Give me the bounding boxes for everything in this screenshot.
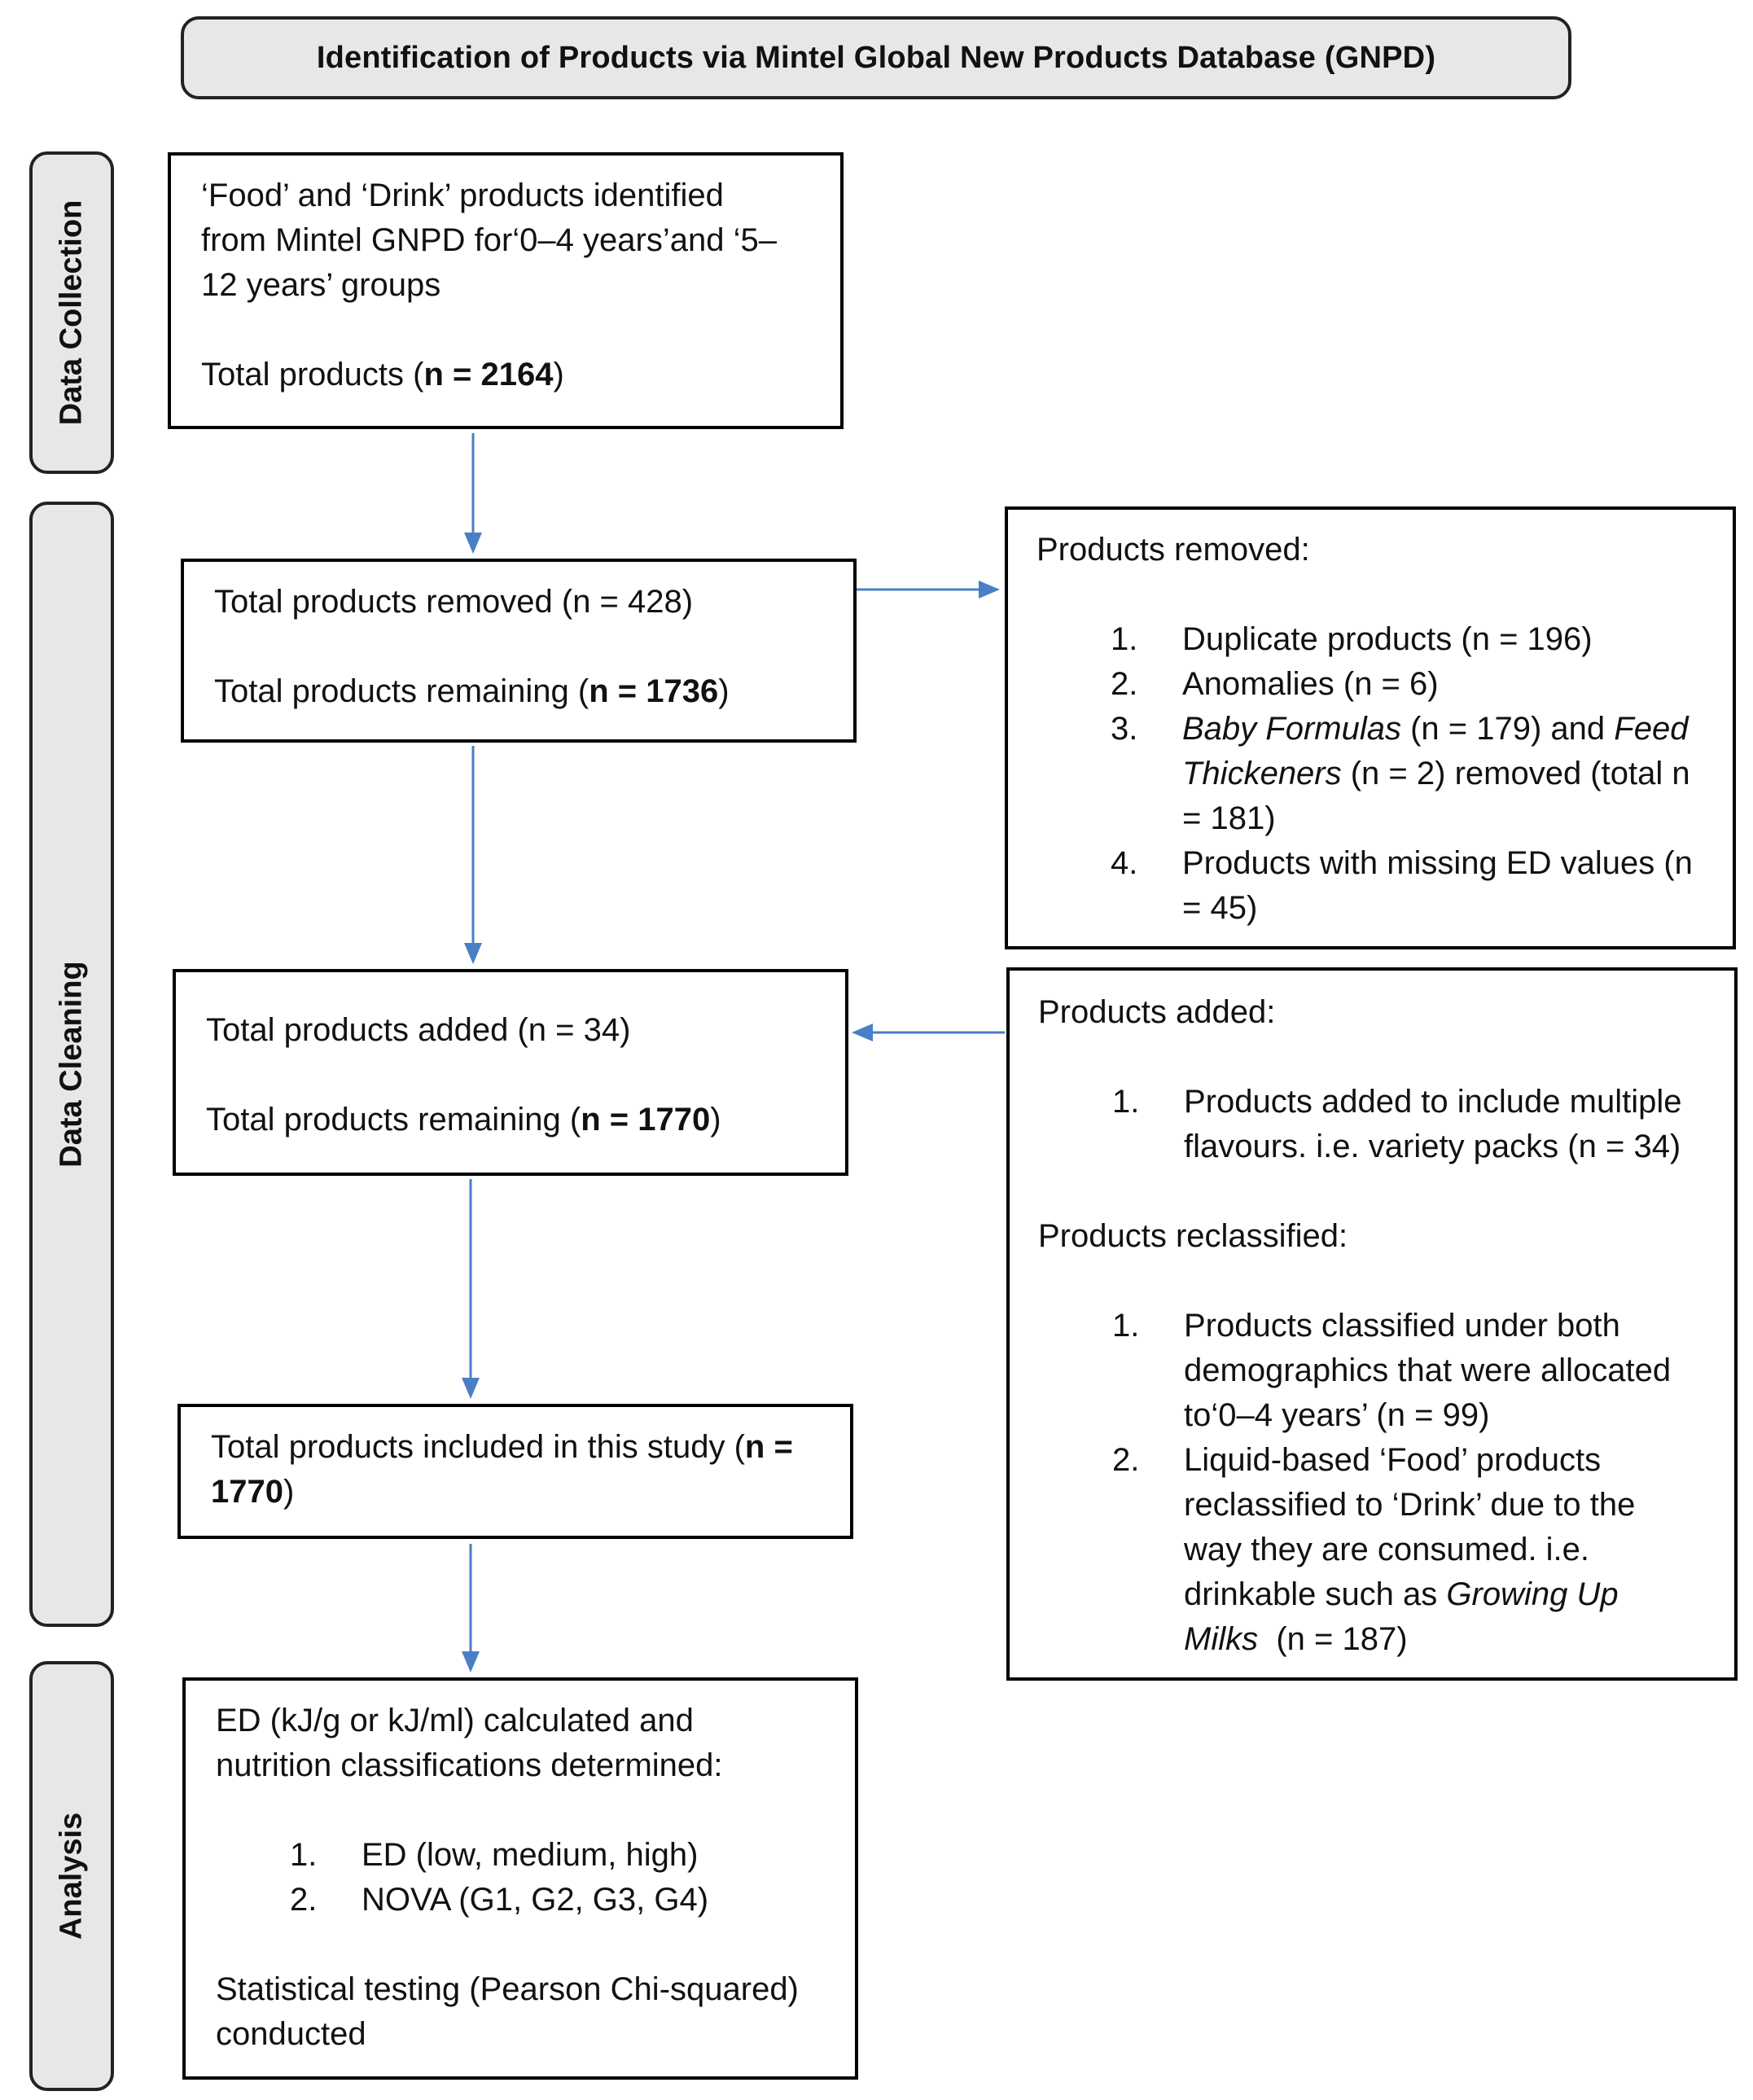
removed-item-4-line-1: Products with missing ED values (n <box>1182 845 1693 881</box>
collection-total: Total products (n = 2164) <box>201 353 564 397</box>
thickeners-term: Thickeners <box>1182 756 1342 791</box>
arrow-detail-to-added <box>852 1024 1005 1041</box>
arrow-added-to-included-head <box>462 1378 480 1399</box>
included-value: 1770 <box>211 1474 283 1510</box>
reclassified-item-2-line-4: drinkable such as Growing Up <box>1184 1572 1619 1617</box>
collection-box: ‘Food’ and ‘Drink’ products identified f… <box>168 152 844 429</box>
removed-item-2-num: 2. <box>1111 666 1138 702</box>
reclassified-item-2-line-4-text: drinkable such as <box>1184 1576 1447 1612</box>
added-box: Total products added (n = 34) Total prod… <box>173 969 848 1176</box>
analysis-line-1: ED (kJ/g or kJ/ml) calculated and <box>216 1703 694 1738</box>
reclassified-item-1-line-2: demographics that were allocated <box>1184 1353 1672 1388</box>
analysis-line-3: Statistical testing (Pearson Chi-squared… <box>216 1971 799 2007</box>
arrow-included-to-analysis-head <box>462 1651 480 1673</box>
reclassified-item-2-num: 2. <box>1112 1442 1140 1478</box>
analysis-item-1-text: ED (low, medium, high) <box>362 1837 699 1873</box>
removed-item-1-text: Duplicate products (n = 196) <box>1182 621 1593 657</box>
added-item-1-num: 1. <box>1112 1084 1140 1120</box>
analysis-box: ED (kJ/g or kJ/ml) calculated and nutrit… <box>182 1677 858 2080</box>
included-box: Total products included in this study (n… <box>177 1404 853 1539</box>
reclassified-item-1-line-3: to‘0–4 years’ (n = 99) <box>1184 1397 1490 1433</box>
added-item-1-line-2: flavours. i.e. variety packs (n = 34) <box>1184 1129 1681 1164</box>
arrow-collection-to-removed-head <box>464 533 482 554</box>
analysis-item-2-num: 2. <box>290 1882 318 1918</box>
arrow-added-to-included <box>462 1179 480 1399</box>
arrow-removed-to-added-head <box>464 943 482 964</box>
arrow-included-to-analysis <box>462 1544 480 1673</box>
reclassified-item-2-line-2: reclassified to ‘Drink’ due to the <box>1184 1487 1636 1523</box>
removed-remaining-close: ) <box>718 673 730 709</box>
removed-item-3-line-3: = 181) <box>1182 800 1276 836</box>
removed-remaining: Total products remaining (n = 1736) <box>214 669 730 714</box>
reclassified-item-2-line-1: Liquid-based ‘Food’ products <box>1184 1442 1602 1478</box>
included-value-n: n = <box>744 1429 793 1465</box>
removed-box: Total products removed (n = 428) Total p… <box>181 559 857 743</box>
arrow-detail-to-added-head <box>852 1024 873 1041</box>
reclassified-item-1-num: 1. <box>1112 1308 1140 1344</box>
reclassified-item-2-count: (n = 187) <box>1258 1621 1408 1657</box>
removed-item-4-line-2: = 45) <box>1182 890 1258 926</box>
analysis-item-1-num: 1. <box>290 1837 318 1873</box>
reclassified-title: Products reclassified: <box>1038 1218 1348 1254</box>
header-title: Identification of Products via Mintel Gl… <box>316 40 1436 75</box>
removed-remaining-label: Total products remaining ( <box>214 673 589 709</box>
removed-detail-title: Products removed: <box>1036 532 1310 568</box>
removed-item-3-total: (n = 2) removed (total n <box>1341 756 1690 791</box>
included-line-2: 1770) <box>211 1470 294 1515</box>
added-item-1-line-1: Products added to include multiple <box>1184 1084 1682 1120</box>
milks-term: Milks <box>1184 1621 1259 1657</box>
included-close: ) <box>283 1474 295 1510</box>
arrow-removed-to-detail <box>857 581 1000 598</box>
collection-total-label: Total products ( <box>201 357 424 392</box>
stage-analysis: Analysis <box>29 1661 114 2091</box>
added-count: Total products added (n = 34) <box>206 1012 631 1048</box>
removed-item-2-text: Anomalies (n = 6) <box>1182 666 1439 702</box>
diagram-header: Identification of Products via Mintel Gl… <box>181 16 1571 99</box>
included-label: Total products included in this study ( <box>211 1429 745 1465</box>
collection-total-value: n = 2164 <box>423 357 554 392</box>
growing-up-term: Growing Up <box>1446 1576 1619 1612</box>
added-remaining-label: Total products remaining ( <box>206 1102 581 1138</box>
removed-item-4-num: 4. <box>1111 845 1138 881</box>
collection-total-close: ) <box>553 357 564 392</box>
analysis-item-2-text: NOVA (G1, G2, G3, G4) <box>362 1882 709 1918</box>
reclassified-item-2-line-3: way they are consumed. i.e. <box>1184 1532 1590 1567</box>
added-detail-title: Products added: <box>1038 994 1276 1030</box>
removed-count: Total products removed (n = 428) <box>214 584 694 620</box>
analysis-line-2: nutrition classifications determined: <box>216 1747 723 1783</box>
baby-formulas-term: Baby Formulas <box>1182 711 1401 747</box>
removed-item-3-count: (n = 179) and <box>1400 711 1615 747</box>
removed-detail-box: Products removed: 1. Duplicate products … <box>1005 506 1736 949</box>
collection-line-1: ‘Food’ and ‘Drink’ products identified <box>201 178 724 213</box>
arrow-collection-to-removed <box>464 433 482 554</box>
collection-line-3: 12 years’ groups <box>201 267 441 303</box>
removed-item-3-line-2: Thickeners (n = 2) removed (total n <box>1182 752 1690 796</box>
arrow-removed-to-detail-head <box>979 581 1000 598</box>
removed-item-3-num: 3. <box>1111 711 1138 747</box>
added-remaining: Total products remaining (n = 1770) <box>206 1098 721 1142</box>
added-detail-box: Products added: 1. Products added to inc… <box>1006 967 1738 1681</box>
reclassified-item-1-line-1: Products classified under both <box>1184 1308 1620 1344</box>
analysis-line-4: conducted <box>216 2016 366 2052</box>
stage-data-collection: Data Collection <box>29 151 114 474</box>
added-remaining-value: n = 1770 <box>581 1102 711 1138</box>
removed-remaining-value: n = 1736 <box>589 673 719 709</box>
removed-item-1-num: 1. <box>1111 621 1138 657</box>
collection-line-2: from Mintel GNPD for‘0–4 years’and ‘5– <box>201 222 777 258</box>
arrow-removed-to-added <box>464 746 482 964</box>
reclassified-item-2-line-5: Milks (n = 187) <box>1184 1617 1408 1662</box>
feed-term: Feed <box>1614 711 1689 747</box>
added-remaining-close: ) <box>710 1102 721 1138</box>
stage-data-cleaning: Data Cleaning <box>29 502 114 1627</box>
included-line-1: Total products included in this study (n… <box>211 1425 793 1470</box>
removed-item-3-line-1: Baby Formulas (n = 179) and Feed <box>1182 707 1688 752</box>
